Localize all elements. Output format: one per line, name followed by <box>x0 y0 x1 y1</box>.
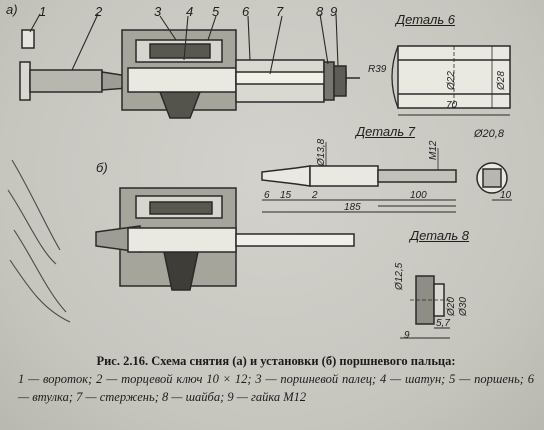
callout-7: 7 <box>276 4 284 19</box>
assembly-a <box>19 29 360 119</box>
detail-6-drawing <box>391 45 511 116</box>
detail-6-outer-dia: Ø28 <box>496 71 507 90</box>
callout-9: 9 <box>330 4 338 19</box>
detail-7-drawing <box>261 142 512 213</box>
panel-label-b: б) <box>96 160 108 175</box>
detail-8-drawing <box>400 275 450 339</box>
detail-6-radius: R39 <box>368 64 387 75</box>
detail-7-dia-13-8: Ø13,8 <box>316 138 327 166</box>
detail-7-dia-20-8: Ø20,8 <box>474 128 504 140</box>
detail-7-title: Деталь 7 <box>356 124 416 139</box>
callout-3: 3 <box>154 4 162 19</box>
detail-7-dim-185: 185 <box>344 202 361 213</box>
detail-7-dim-15: 15 <box>280 190 292 201</box>
callout-1: 1 <box>39 4 47 19</box>
detail-8-dia-20: Ø20 <box>446 297 457 316</box>
assembly-b <box>95 187 355 291</box>
callout-leaders <box>29 13 339 75</box>
detail-8-dim-5-7: 5,7 <box>436 318 450 329</box>
callout-2: 2 <box>95 4 103 19</box>
callout-4: 4 <box>186 4 194 19</box>
detail-6-inner-dia: Ø22 <box>446 71 457 90</box>
detail-7-dim-10: 10 <box>500 190 512 201</box>
detail-8-dia-30: Ø30 <box>458 297 469 316</box>
detail-7-dim-100: 100 <box>410 190 427 201</box>
detail-6-length: 70 <box>446 100 458 111</box>
callout-5: 5 <box>212 4 220 19</box>
figure-caption: Рис. 2.16. Схема снятия (а) и установки … <box>18 352 534 406</box>
detail-8-dim-9: 9 <box>404 330 410 341</box>
caption-legend: 1 — вороток; 2 — торцевой ключ 10 × 12; … <box>18 372 534 404</box>
detail-8-title: Деталь 8 <box>410 228 470 243</box>
detail-6-title: Деталь 6 <box>396 12 456 27</box>
callout-6: 6 <box>242 4 250 19</box>
caption-title: Рис. 2.16. Схема снятия (а) и установки … <box>96 354 456 368</box>
panel-label-a: a) <box>6 2 18 17</box>
callout-8: 8 <box>316 4 324 19</box>
detail-8-dia-12-5: Ø12,5 <box>394 262 405 290</box>
detail-7-thread: M12 <box>428 140 439 160</box>
margin-scribbles <box>7 159 71 323</box>
detail-7-dim-6: 6 <box>264 190 270 201</box>
detail-7-dim-2: 2 <box>312 190 318 201</box>
